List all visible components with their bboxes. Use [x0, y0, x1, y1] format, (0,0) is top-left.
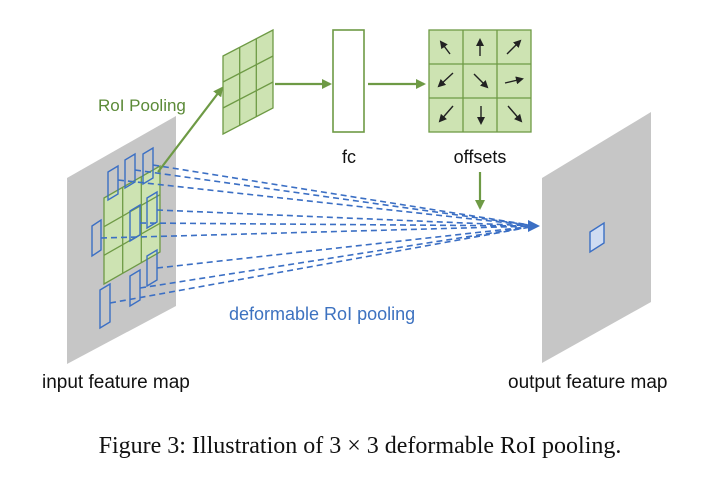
output-map-label: output feature map	[508, 372, 668, 393]
deformed-boxes	[91, 146, 158, 330]
arrow-down-right-icon	[507, 105, 523, 123]
arrow-up-left-icon	[439, 40, 451, 55]
fc-block	[332, 29, 365, 133]
arrow-down-right-icon	[473, 73, 489, 89]
offsets-label: offsets	[453, 147, 507, 167]
fc-label: fc	[341, 147, 356, 167]
output-cell	[589, 221, 605, 254]
input-map-label: input feature map	[42, 372, 190, 393]
pooled-grid	[222, 28, 274, 136]
arrow-right-icon	[504, 76, 524, 85]
deformable-label: deformable RoI pooling	[229, 304, 416, 324]
deformable-rays	[100, 164, 537, 304]
arrow-up-right-icon	[506, 39, 522, 55]
roi-grid	[103, 164, 161, 286]
figure-caption: Figure 3: Illustration of 3 × 3 deformab…	[98, 433, 622, 459]
roi-pooling-arrow	[157, 86, 224, 173]
roi-pooling-label: RoI Pooling	[98, 96, 186, 115]
arrow-down-left-icon	[438, 105, 454, 123]
arrow-down-left-icon	[437, 72, 454, 88]
rays-arrowhead	[528, 220, 540, 232]
